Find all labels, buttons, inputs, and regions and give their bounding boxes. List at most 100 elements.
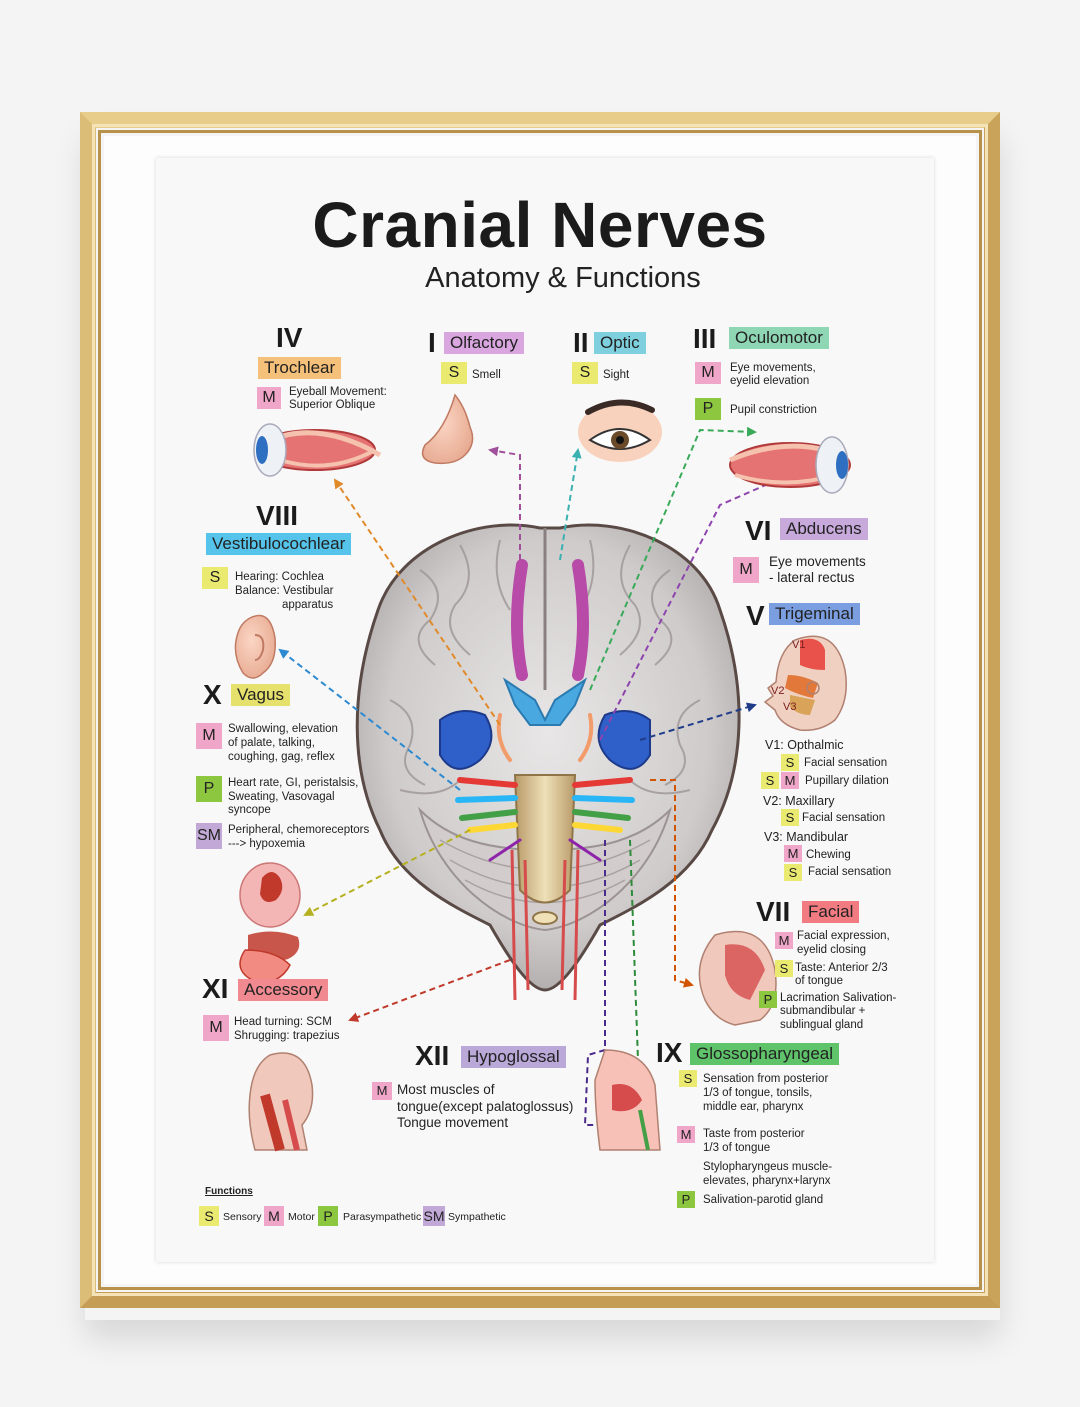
face-facial-illustration [698, 930, 777, 1026]
numeral-trigeminal: V [746, 600, 765, 631]
badge-v2-sensory: S [781, 809, 799, 826]
legend-badge-motor: M [264, 1206, 284, 1226]
name-facial: Facial [802, 901, 860, 923]
badge-oculomotor-para: P [695, 398, 721, 420]
poster-title: Cranial Nerves [312, 189, 768, 261]
badge-v1-sensory: S [781, 754, 799, 771]
trigeminal-v1: V1: Opthalmic [765, 738, 844, 752]
badge-olfactory: S [441, 362, 467, 384]
legend-badge-sensory: S [199, 1206, 219, 1226]
desc-facial-3a: Lacrimation Salivation- [780, 992, 897, 1004]
desc-hypoglossal-c: Tongue movement [397, 1115, 509, 1130]
desc-hypoglossal-a: Most muscles of [397, 1082, 495, 1097]
badge-vagus-symp: SM [196, 823, 222, 849]
desc-vagus-3b: ---> hypoxemia [228, 838, 306, 850]
brain-illustration [355, 523, 741, 1001]
badge-glosso-sensory: S [679, 1070, 697, 1087]
desc-vestibulocochlear-a: Hearing: Cochlea [235, 571, 324, 583]
desc-glosso-1a: Sensation from posterior [703, 1073, 829, 1085]
desc-vagus-2a: Heart rate, GI, peristalsis, [228, 777, 359, 789]
organs-illustration [239, 862, 301, 983]
numeral-oculomotor: III [693, 323, 717, 354]
name-vestibulocochlear: Vestibulocochlear [206, 533, 352, 555]
trigeminal-v2: V2: Maxillary [763, 794, 835, 808]
numeral-hypoglossal: XII [415, 1040, 450, 1071]
badge-optic: S [572, 362, 598, 384]
desc-facial-2a: Taste: Anterior 2/3 [795, 962, 888, 974]
trigeminal-v3: V3: Mandibular [764, 830, 849, 844]
face-label-v3: V3 [783, 701, 797, 713]
desc-v2-sensory: Facial sensation [802, 812, 886, 824]
desc-vagus-3a: Peripheral, chemoreceptors [228, 824, 370, 836]
legend-badge-para: P [318, 1206, 338, 1226]
legend-label-motor: Motor [288, 1211, 315, 1223]
numeral-glossopharyngeal: IX [656, 1037, 683, 1068]
desc-v1-sensory: Facial sensation [804, 757, 888, 769]
name-optic: Optic [594, 332, 646, 354]
desc-v3-sensory: Facial sensation [808, 866, 892, 878]
numeral-vagus: X [203, 679, 222, 710]
badge-facial-motor: M [775, 932, 793, 949]
desc-oculomotor-b: eyelid elevation [730, 375, 810, 387]
head-accessory-illustration [248, 1052, 314, 1152]
desc-accessory-b: Shrugging: trapezius [234, 1030, 340, 1042]
name-accessory: Accessory [238, 979, 329, 1001]
badge-v3-motor: M [784, 845, 802, 862]
desc-glosso-2c: Stylopharyngeus muscle- [703, 1161, 833, 1173]
eye-illustration-right [729, 436, 851, 494]
desc-glosso-3: Salivation-parotid gland [703, 1194, 824, 1206]
numeral-olfactory: I [428, 327, 436, 358]
name-vagus: Vagus [231, 684, 290, 706]
name-glossopharyngeal: Glossopharyngeal [690, 1043, 840, 1065]
desc-vagus-2b: Sweating, Vasovagal [228, 791, 335, 803]
desc-facial-2b: of tongue [795, 975, 843, 987]
desc-trochlear-a: Eyeball Movement: [289, 386, 387, 398]
legend-label-symp: Sympathetic [448, 1211, 506, 1223]
numeral-accessory: XI [202, 973, 229, 1004]
poster-subtitle: Anatomy & Functions [425, 262, 701, 294]
desc-accessory-a: Head turning: SCM [234, 1016, 332, 1028]
numeral-abducens: VI [745, 515, 772, 546]
desc-vagus-1a: Swallowing, elevation [228, 723, 338, 735]
desc-vagus-2c: syncope [228, 804, 271, 816]
numeral-optic: II [573, 327, 589, 358]
desc-v3-motor: Chewing [806, 849, 851, 861]
badge-vestibulocochlear: S [202, 567, 228, 589]
badge-accessory: M [203, 1015, 229, 1041]
throat-section-illustration [594, 1049, 661, 1151]
name-abducens: Abducens [780, 518, 868, 540]
desc-abducens-a: Eye movements [769, 554, 866, 569]
name-trigeminal: Trigeminal [769, 603, 860, 625]
badge-vagus-para: P [196, 776, 222, 802]
desc-glosso-1b: 1/3 of tongue, tonsils, [703, 1087, 813, 1099]
desc-glosso-1c: middle ear, pharynx [703, 1101, 804, 1113]
desc-oculomotor-a: Eye movements, [730, 362, 816, 374]
desc-facial-1a: Facial expression, [797, 930, 890, 942]
desc-v1-dilation: Pupillary dilation [805, 775, 889, 787]
ear-illustration [234, 614, 276, 679]
eye-front-illustration [578, 399, 662, 462]
numeral-vestibulocochlear: VIII [256, 500, 299, 531]
legend-label-para: Parasympathetic [343, 1211, 422, 1223]
desc-facial-3c: sublingual gland [780, 1019, 864, 1031]
gold-frame [80, 112, 1000, 1308]
name-trochlear: Trochlear [258, 357, 342, 379]
desc-optic: Sight [603, 369, 630, 381]
desc-abducens-b: - lateral rectus [769, 570, 855, 585]
badge-facial-sensory: S [775, 960, 793, 977]
badge-glosso-motor: M [677, 1126, 695, 1143]
desc-hypoglossal-b: tongue(except palatoglossus) [397, 1099, 574, 1114]
numeral-trochlear: IV [276, 322, 303, 353]
badge-v1-m: M [781, 772, 799, 789]
desc-glosso-2b: 1/3 of tongue [703, 1142, 771, 1154]
name-olfactory: Olfactory [444, 332, 525, 354]
legend-label-sensory: Sensory [223, 1211, 262, 1223]
badge-vagus-motor: M [196, 723, 222, 749]
face-trigeminal-illustration [763, 635, 847, 732]
desc-glosso-2d: elevates, pharynx+larynx [703, 1175, 831, 1187]
desc-olfactory: Smell [472, 369, 501, 381]
legend-title: Functions [205, 1186, 253, 1197]
legend-badge-symp: SM [423, 1206, 445, 1226]
desc-vagus-1b: of palate, talking, [228, 737, 315, 749]
